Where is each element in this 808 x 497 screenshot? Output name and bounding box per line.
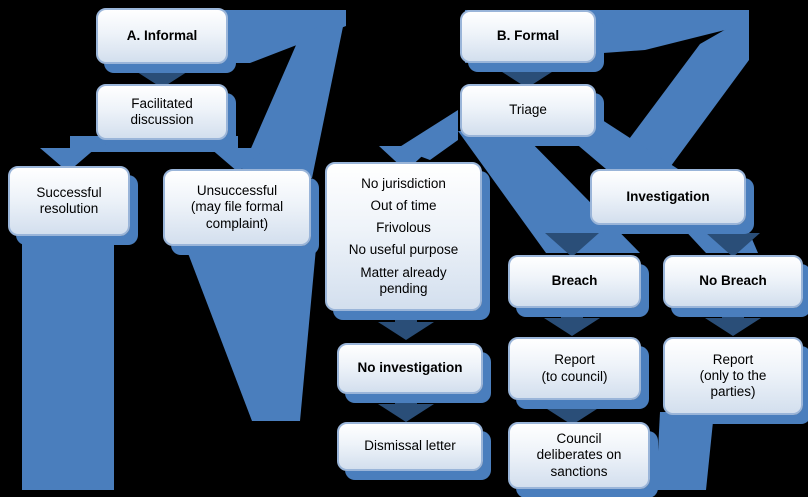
- node-a-informal: A. Informal: [96, 8, 228, 64]
- down-arrow-icon: [499, 61, 555, 88]
- node-dismissal-letter-label: Dismissal letter: [364, 438, 456, 454]
- down-arrow-icon: [378, 395, 434, 422]
- node-triage: Triage: [460, 84, 596, 137]
- node-no-breach-label: No Breach: [699, 273, 767, 289]
- node-facilitated-line: Facilitated: [131, 95, 193, 111]
- down-arrow-icon: [705, 309, 761, 336]
- node-unsuccessful-line: Unsuccessful: [196, 183, 278, 199]
- node-breach-label: Breach: [551, 273, 598, 289]
- down-arrow-icon: [545, 233, 599, 257]
- node-successful-resolution: Successful resolution: [8, 166, 130, 236]
- node-triage-reasons: No jurisdiction Out of time Frivolous No…: [325, 162, 482, 311]
- down-arrow-icon: [210, 148, 266, 172]
- node-council-line: deliberates on: [536, 447, 622, 463]
- node-facilitated-line: discussion: [130, 112, 194, 127]
- down-arrow-icon: [379, 146, 433, 171]
- reason-item: No jurisdiction: [361, 175, 446, 191]
- node-a-informal-label: A. Informal: [126, 27, 198, 43]
- node-successful-line: Successful: [36, 184, 102, 200]
- node-investigation: Investigation: [590, 169, 746, 225]
- node-no-investigation: No investigation: [337, 343, 483, 394]
- node-report-council-line: Report: [554, 352, 595, 368]
- down-arrow-icon: [544, 398, 600, 425]
- down-arrow-icon: [378, 313, 434, 340]
- node-facilitated-discussion: Facilitated discussion: [96, 84, 228, 140]
- node-council-deliberates: Council deliberates on sanctions: [508, 422, 650, 489]
- node-report-parties-line: Report: [712, 351, 754, 367]
- node-triage-label: Triage: [509, 102, 547, 118]
- band-below-successful: [22, 196, 114, 490]
- node-no-investigation-label: No investigation: [357, 360, 463, 376]
- sweep-formal-to-investigation: [606, 16, 749, 170]
- split-band-informal: [70, 136, 238, 152]
- node-unsuccessful: Unsuccessful (may file formal complaint): [163, 169, 311, 246]
- node-report-council-line: (to council): [541, 368, 608, 384]
- band-below-report-parties: [656, 412, 714, 490]
- band-below-unsuccessful: [186, 248, 316, 421]
- node-b-formal-label: B. Formal: [496, 28, 560, 44]
- node-council-line: sanctions: [550, 463, 608, 479]
- node-investigation-label: Investigation: [626, 188, 710, 204]
- down-arrow-icon: [40, 148, 96, 172]
- down-arrow-icon: [544, 309, 600, 336]
- reason-item: Out of time: [370, 198, 437, 214]
- node-report-to-council: Report (to council): [508, 337, 641, 400]
- node-council-line: Council: [556, 431, 602, 447]
- node-no-breach: No Breach: [663, 255, 803, 308]
- sweep-informal-to-unsuccessful: [238, 12, 346, 178]
- reason-item: Matter already pending: [360, 264, 447, 296]
- node-b-formal: B. Formal: [460, 10, 596, 63]
- reason-item: Frivolous: [376, 220, 431, 236]
- node-unsuccessful-line: complaint): [205, 215, 269, 231]
- node-unsuccessful-line: (may file formal: [190, 199, 284, 215]
- node-dismissal-letter: Dismissal letter: [337, 422, 483, 471]
- node-report-parties-line: (only to the: [699, 367, 767, 383]
- node-breach: Breach: [508, 255, 641, 308]
- down-arrow-icon: [706, 233, 760, 257]
- reason-item: No useful purpose: [348, 242, 459, 258]
- down-arrow-icon: [134, 61, 190, 88]
- node-report-to-parties: Report (only to the parties): [663, 337, 803, 415]
- node-successful-line: resolution: [39, 201, 99, 216]
- node-report-parties-line: parties): [710, 384, 756, 400]
